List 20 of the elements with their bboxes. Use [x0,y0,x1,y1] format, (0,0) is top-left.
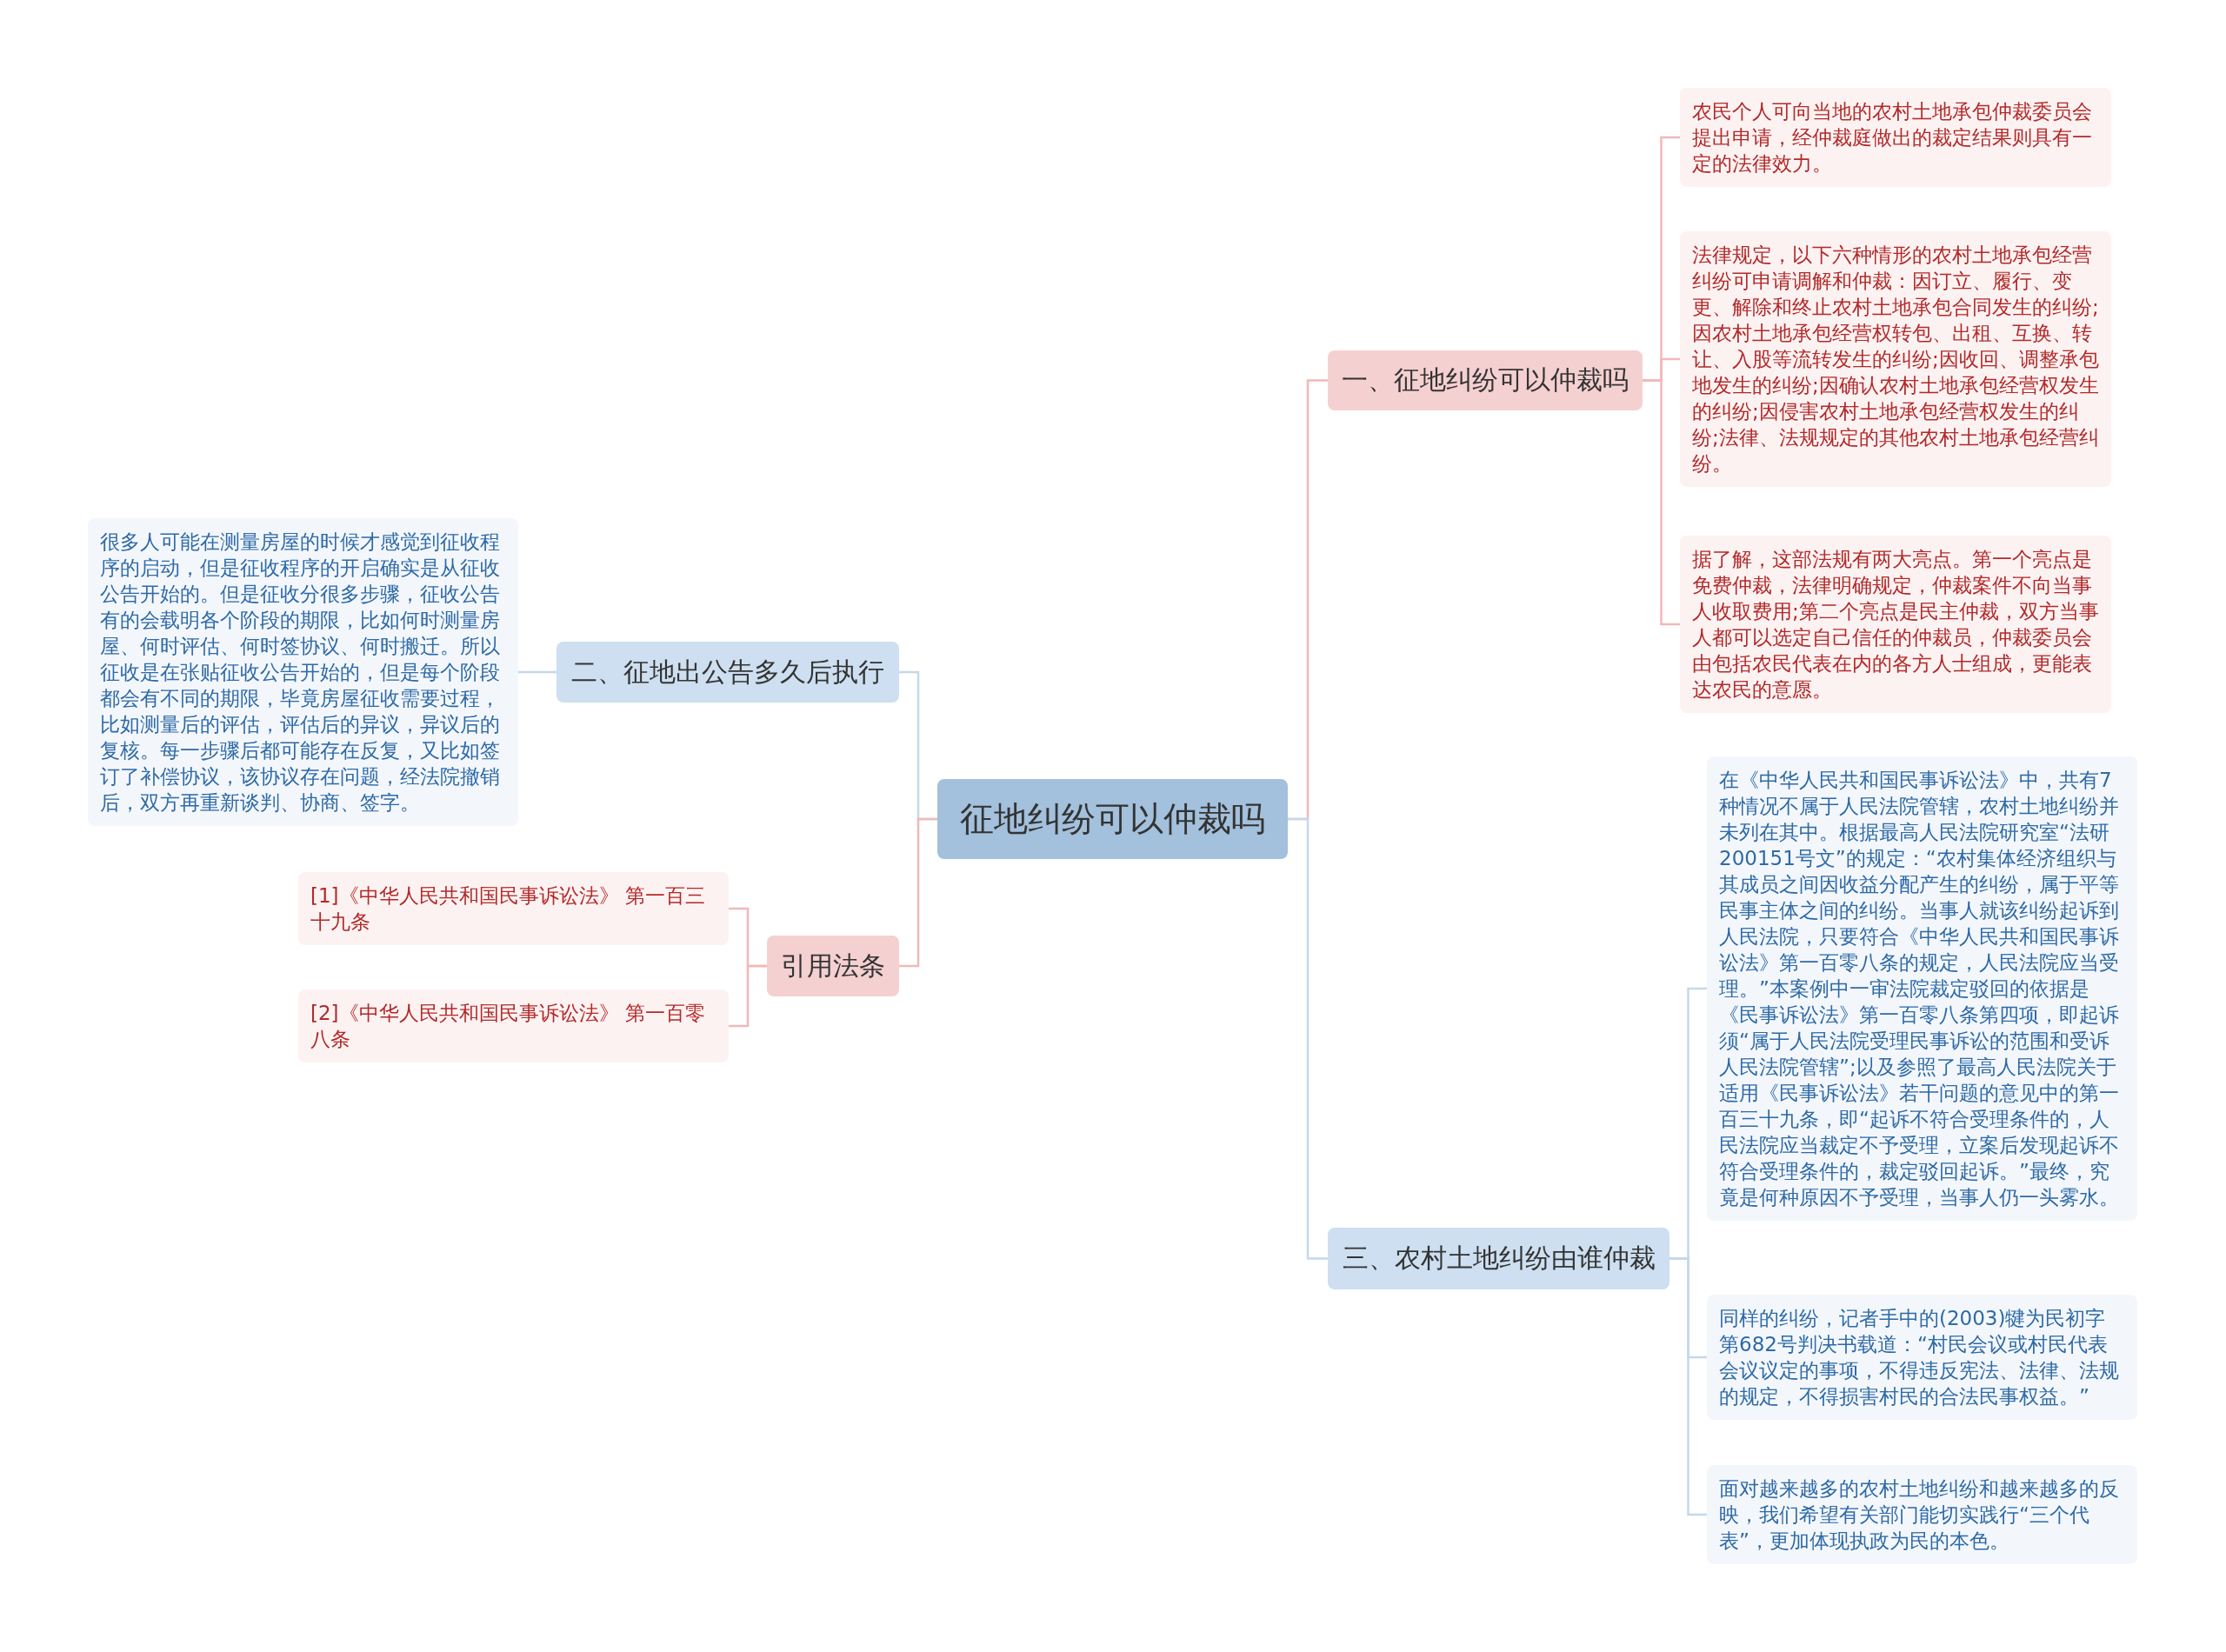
detail-card: 农民个人可向当地的农村土地承包仲裁委员会提出申请，经仲裁庭做出的裁定结果则具有一定的法律效力。 [1680,88,2111,187]
connector-line [1670,1257,1707,1516]
detail-card: 面对越来越多的农村土地纠纷和越来越多的反映，我们希望有关部门能切实践行“三个代表”，更加体现执政为民的本色。 [1707,1465,2137,1564]
detail-card: 同样的纠纷，记者手中的(2003)犍为民初字第682号判决书载道：“村民会议或村民代表会议议定的事项，不得违反宪法、法律、法规的规定，不得损害村民的合法民事权益。” [1707,1295,2137,1420]
branch-topic: 二、征地出公告多久后执行 [556,642,899,703]
detail-card: [2]《中华人民共和国民事诉讼法》 第一百零八条 [298,989,729,1062]
detail-card: [1]《中华人民共和国民事诉讼法》 第一百三十九条 [298,872,729,945]
connector-line [729,964,767,1028]
detail-card: 据了解，这部法规有两大亮点。第一个亮点是免费仲裁，法律明确规定，仲裁案件不向当事人收取费用;第二个亮点是民主仲裁，双方当事人都可以选定自己信任的仲裁员，仲裁委员会由包括农民代表在内的各方人士组成，更能表达农民的意愿。 [1680,536,2111,713]
branch-topic: 三、农村土地纠纷由谁仲裁 [1328,1228,1670,1289]
connector-line [518,670,556,674]
detail-card: 在《中华人民共和国民事诉讼法》中，共有7种情况不属于人民法院管辖，农村土地纠纷并未列在其中。根据最高人民法院研究室“法研200151号文”的规定：“农村集体经济组织与其成员之间因收益分配产生的纠纷，属于平等民事主体之间的纠纷。当事人就该纠纷起诉到人民法院，只要符合《中华人民共和国民事诉讼法》第一百零八条的规定，人民法院应当受理。”本案例中一审法院裁定驳回的依据是《民事诉讼法》第一百零八条第四项，即起诉须“属于人民法院受理民事诉讼的范围和受诉人民法院管辖”;以及参照了最高人民法院关于适用《民事诉讼法》若干问题的意见中的第一百三十九条，即“起诉不符合受理条件的，人民法院应当裁定不予受理，立案后发现起诉不符合受理条件的，裁定驳回起诉。”最终，究竟是何种原因不予受理，当事人仍一头雾水。 [1707,756,2137,1221]
detail-card: 很多人可能在测量房屋的时候才感觉到征收程序的启动，但是征收程序的开启确实是从征收公告开始的。但是征收分很多步骤，征收公告有的会载明各个阶段的期限，比如何时测量房屋、何时评估、何时签协议、何时搬迁。所以征收是在张贴征收公告开始的，但是每个阶段都会有不同的期限，毕竟房屋征收需要过程，比如测量后的评估，评估后的异议，异议后的复核。每一步骤后都可能存在反复，又比如签订了补偿协议，该协议存在问题，经法院撤销后，双方再重新谈判、协商、签字。 [88,518,518,826]
branch-topic: 引用法条 [767,936,899,996]
connector-line [899,817,937,968]
central-topic: 征地纠纷可以仲裁吗 [937,779,1288,859]
branch-topic: 一、征地纠纷可以仲裁吗 [1328,350,1643,410]
detail-card: 法律规定，以下六种情形的农村土地承包经营纠纷可申请调解和仲裁：因订立、履行、变更、解除和终止农村土地承包合同发生的纠纷;因农村土地承包经营权转包、出租、互换、转让、入股等流转发生的纠纷;因收回、调整承包地发生的纠纷;因确认农村土地承包经营权发生的纠纷;因侵害农村土地承包经营权发生的纠纷;法律、法规规定的其他农村土地承包经营纠纷。 [1680,231,2111,487]
connector-line [1643,379,1680,626]
connector-line [1288,817,1328,1260]
